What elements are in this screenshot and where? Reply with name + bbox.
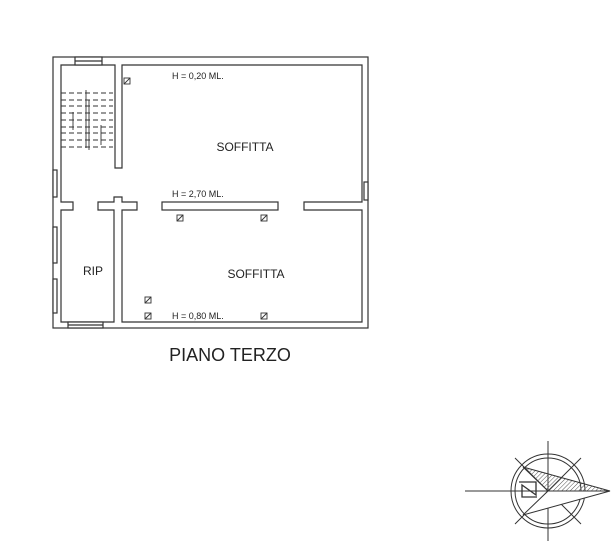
north-arrow-icon <box>465 441 611 541</box>
stair-wall <box>60 64 363 323</box>
stairs <box>61 92 113 148</box>
partition-wall <box>161 201 279 211</box>
room-label-soffitta-bottom: SOFFITTA <box>227 267 284 281</box>
windows <box>52 56 369 329</box>
floor-title: PIANO TERZO <box>169 345 291 365</box>
vent-icons <box>123 77 268 320</box>
room-label-soffitta-top: SOFFITTA <box>216 140 273 154</box>
height-note-middle: H = 2,70 ML. <box>172 189 224 199</box>
height-note-top: H = 0,20 ML. <box>172 71 224 81</box>
stair-handrail <box>72 90 102 150</box>
room-label-rip: RIP <box>83 264 103 278</box>
height-note-bottom: H = 0,80 ML. <box>172 311 224 321</box>
